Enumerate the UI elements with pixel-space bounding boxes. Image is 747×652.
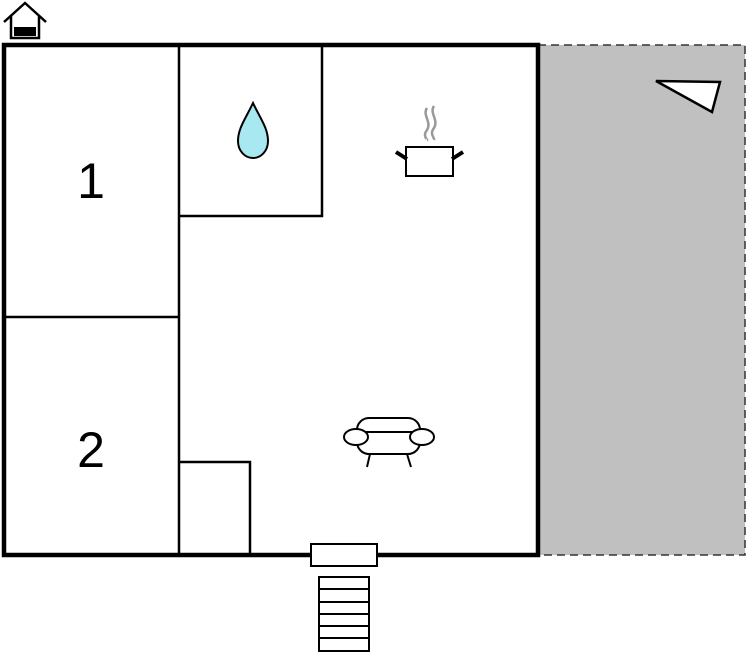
- entrance-step: [310, 543, 378, 567]
- house-icon: [3, 1, 47, 40]
- terrace: [537, 44, 746, 556]
- stairs-icon: [318, 576, 370, 652]
- cooking-pot-icon: [394, 105, 465, 177]
- sail-icon: [655, 79, 722, 114]
- room-1-label: 1: [77, 153, 105, 209]
- outer-wall: [1, 42, 541, 558]
- room-2-label: 2: [77, 422, 105, 478]
- water-drop-icon: [236, 100, 270, 160]
- interior-walls: [4, 45, 324, 555]
- sofa-icon: [343, 417, 435, 468]
